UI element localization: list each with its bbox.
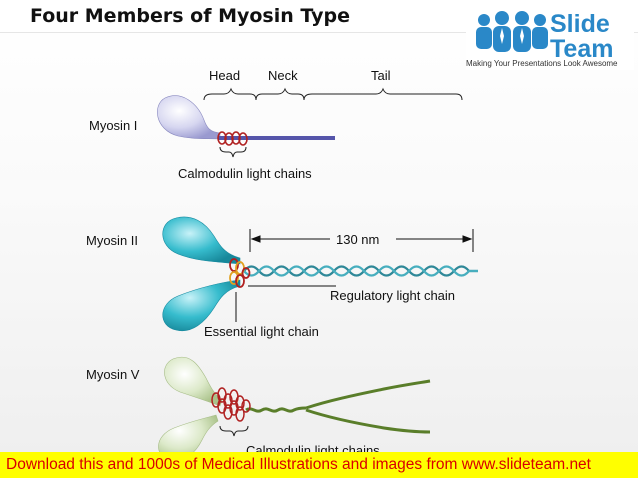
myosin-2-molecule: [162, 216, 478, 332]
head-brace: [203, 87, 257, 101]
myosin-5-tail: [245, 379, 431, 434]
neck-brace: [255, 87, 305, 101]
label-calmodulin-1: Calmodulin light chains: [178, 166, 312, 181]
myosin-1-tail: [218, 136, 335, 140]
label-myosin-5: Myosin V: [86, 367, 140, 382]
slideteam-logo: Slide Team Making Your Presentations Loo…: [466, 4, 634, 70]
myosin-2-tail: [243, 265, 478, 277]
leader-lines-2: [235, 285, 336, 322]
page-title: Four Members of Myosin Type: [30, 5, 350, 27]
label-head: Head: [209, 68, 241, 83]
myosin-2-light-chains: [229, 258, 251, 288]
label-myosin-2: Myosin II: [86, 233, 139, 248]
label-tail: Tail: [371, 68, 391, 83]
myosin-2-head-lower: [162, 279, 241, 332]
myosin-1-molecule: [157, 95, 335, 158]
label-neck: Neck: [268, 68, 298, 83]
myosin-1-head: [157, 95, 221, 140]
people-icon: [476, 11, 548, 52]
myosin-5-molecule: [158, 356, 431, 461]
logo-tagline: Making Your Presentations Look Awesome: [466, 59, 618, 68]
myosin-5-head-upper: [164, 356, 223, 407]
logo-word-team: Team: [550, 35, 614, 63]
logo-word-slide: Slide: [550, 10, 610, 38]
calmodulin-brace-5: [219, 425, 249, 437]
myosin-5-light-chains: [211, 387, 251, 422]
label-essential-light-chain: Essential light chain: [204, 324, 319, 339]
tail-brace: [303, 87, 463, 101]
footer-link[interactable]: Download this and 1000s of Medical Illus…: [6, 456, 591, 473]
myosin-1-light-chains: [217, 131, 248, 146]
label-myosin-1: Myosin I: [89, 118, 138, 133]
calmodulin-brace-1: [219, 146, 247, 158]
label-length: 130 nm: [336, 232, 380, 247]
footer-banner: Download this and 1000s of Medical Illus…: [0, 452, 638, 478]
length-indicator: [249, 229, 474, 252]
myosin-5-head-lower: [158, 414, 219, 461]
myosin-2-head-upper: [162, 216, 241, 265]
region-braces: [203, 87, 463, 101]
label-regulatory-light-chain: Regulatory light chain: [330, 288, 456, 303]
